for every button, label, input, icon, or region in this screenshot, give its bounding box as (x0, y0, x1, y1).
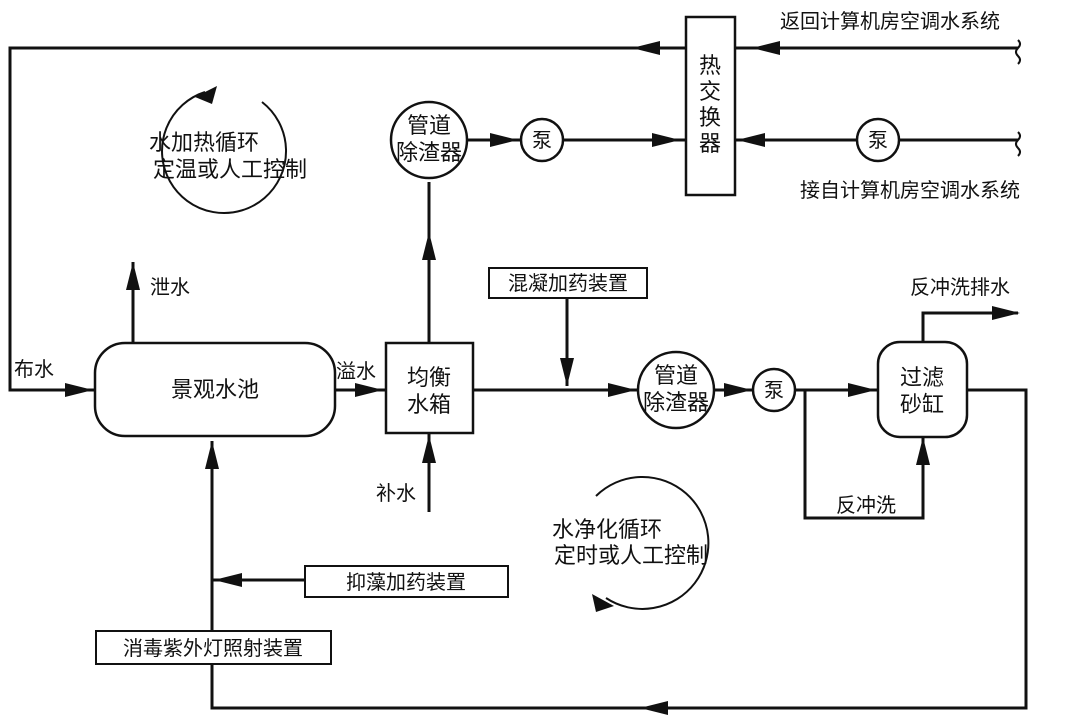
return-to-ac-label: 返回计算机房空调水系统 (780, 9, 1000, 33)
pump-mid-label: 泵 (764, 378, 784, 402)
purify-cycle-arrow (595, 475, 710, 610)
balance-tank (384, 341, 475, 435)
pipe-filter-mid-label-1: 管道 (654, 364, 698, 389)
flow-arrows (65, 41, 1020, 715)
arrow-overflow (355, 383, 383, 397)
heat-exchanger-label-4: 器 (699, 132, 721, 157)
from-ac-label: 接自计算机房空调水系统 (800, 178, 1020, 202)
coagulant-dosing-label: 混凝加药装置 (508, 271, 628, 295)
purify-cycle-label-2: 定时或人工控制 (554, 544, 708, 569)
pump-inlet (855, 117, 901, 163)
break-mark-2 (1015, 131, 1021, 157)
arrow-backwash-drain (992, 306, 1020, 320)
arrow-makeup (422, 435, 436, 463)
landscape-pool (93, 341, 337, 438)
drain-label: 泄水 (150, 275, 190, 299)
pipe-filter-top-label-1: 管道 (407, 114, 451, 139)
arrow-to-filter-mid (608, 383, 636, 397)
algae-dosing-label: 抑藻加药装置 (346, 570, 466, 594)
backwash-drain-line (921, 311, 1018, 342)
pipe-filter-top-label-2: 除渣器 (396, 141, 462, 166)
coagulant-dosing-box (488, 267, 648, 299)
arrow-drain (126, 262, 140, 290)
arrow-into-pool (65, 383, 93, 397)
purify-cycle-arrowhead (592, 594, 614, 612)
algae-dosing-box (304, 565, 509, 598)
pump-top-label: 泵 (532, 128, 552, 152)
heating-cycle-arrowhead (195, 86, 217, 104)
heat-exchanger-label-3: 换 (699, 106, 721, 131)
backwash-drain-label: 反冲洗排水 (910, 275, 1010, 299)
arrow-algae (214, 573, 242, 587)
balance-tank-label-1: 均衡 (407, 366, 451, 391)
pump-mid (751, 367, 797, 413)
pump-top (519, 117, 565, 163)
pipe-filter-mid-label-2: 除渣器 (643, 391, 709, 416)
heat-exchanger-box (684, 15, 737, 197)
heating-cycle-arrow (161, 91, 288, 214)
pump-inlet-label: 泵 (868, 128, 888, 152)
backwash-line (803, 390, 925, 520)
pipe-filter-mid (636, 350, 716, 430)
makeup-water-label: 补水 (376, 481, 416, 505)
heating-cycle-label-2: 定温或人工控制 (153, 158, 307, 183)
arrow-to-sandfilter (848, 383, 876, 397)
purify-cycle-label-1: 水净化循环 (552, 518, 662, 543)
sand-filter (876, 340, 969, 439)
heating-cycle-label-1: 水加热循环 (149, 131, 259, 156)
arrow-left-top-2 (752, 41, 780, 55)
arrow-coagulant (560, 358, 574, 386)
heat-exchanger-label-1: 热 (699, 54, 721, 79)
overflow-label: 溢水 (336, 359, 376, 383)
return-loop-line (210, 388, 1028, 710)
arrow-return-bottom (640, 701, 668, 715)
backwash-label: 反冲洗 (836, 493, 896, 517)
arrow-to-pump-mid (724, 383, 752, 397)
pipe-filter-top (389, 100, 469, 180)
arrow-to-exchanger-2 (737, 133, 765, 147)
water-distribution-label: 布水 (14, 357, 54, 381)
arrow-backwash-up (916, 437, 930, 465)
sand-filter-label-1: 过滤 (900, 366, 944, 391)
arrow-up-to-filter (422, 232, 436, 260)
return-to-pool-line (8, 46, 686, 392)
break-mark-1 (1015, 39, 1021, 65)
landscape-pool-label: 景观水池 (171, 378, 259, 403)
arrow-to-exchanger-1 (652, 133, 680, 147)
sand-filter-label-2: 砂缸 (900, 393, 944, 418)
arrow-up-to-pool (205, 441, 219, 469)
heat-exchanger-label-2: 交 (699, 80, 721, 105)
uv-disinfection-box (95, 630, 332, 665)
balance-tank-label-2: 水箱 (407, 393, 451, 418)
arrow-left-top-1 (632, 41, 660, 55)
arrow-to-pump-top (490, 133, 518, 147)
uv-disinfection-label: 消毒紫外灯照射装置 (123, 636, 303, 660)
